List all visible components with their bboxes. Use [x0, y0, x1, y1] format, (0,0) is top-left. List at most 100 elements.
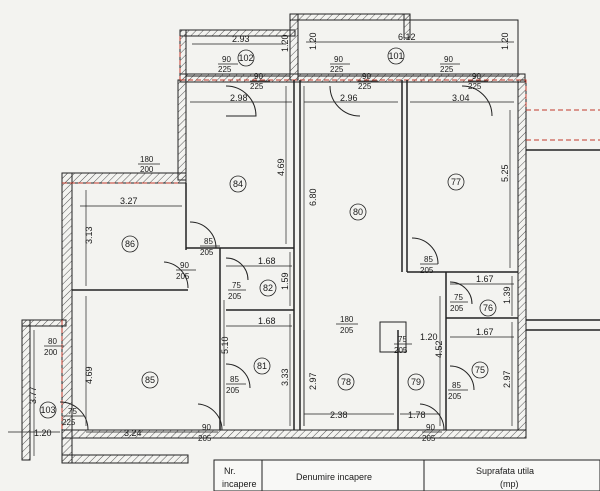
svg-text:85: 85 [204, 237, 213, 246]
room-circle-80 [349, 203, 367, 221]
dim-120-mid: 1.20 [420, 332, 438, 342]
dim-469-a: 4.69 [276, 158, 286, 176]
dim-680: 6.80 [308, 188, 318, 206]
room-circle-79 [407, 373, 425, 391]
opening-84: 85 205 [200, 237, 220, 257]
opening-77: 85 205 [420, 255, 438, 275]
opening-101d: 90 225 [468, 72, 488, 91]
svg-text:225: 225 [468, 82, 482, 91]
outer-walls [21, 13, 527, 464]
svg-text:205: 205 [228, 292, 242, 301]
dim-168-b: 1.68 [258, 316, 276, 326]
dim-168-a: 1.68 [258, 256, 276, 266]
room-number-101: 101 [388, 51, 403, 61]
table-col-area: Suprafata utila [476, 466, 534, 476]
svg-text:80: 80 [48, 337, 57, 346]
opening-102b: 90 225 [250, 72, 270, 91]
dim-313: 3.13 [84, 226, 94, 244]
opening-85: 90 205 [198, 423, 218, 443]
dim-120-bl: 1.20 [34, 428, 52, 438]
svg-text:90: 90 [254, 72, 263, 81]
room-number-86: 86 [125, 239, 135, 249]
dim-120-c: 1.20 [500, 32, 510, 50]
svg-text:90: 90 [202, 423, 211, 432]
interior-walls [72, 80, 600, 430]
room-number-77: 77 [451, 177, 461, 187]
room-circle-84 [229, 175, 247, 193]
window-180: 180 200 [138, 155, 160, 174]
room-number-76: 76 [483, 303, 493, 313]
dim-298: 2.98 [230, 93, 248, 103]
dim-327: 3.27 [120, 196, 138, 206]
svg-text:225: 225 [250, 82, 264, 91]
svg-text:90: 90 [444, 55, 453, 64]
svg-text:205: 205 [422, 434, 436, 443]
svg-text:205: 205 [340, 326, 354, 335]
dim-377: 3.77 [28, 386, 38, 404]
table-col-name: Denumire incapere [296, 472, 372, 482]
room-number-75: 75 [475, 365, 485, 375]
dim-296: 2.96 [340, 93, 358, 103]
opening-102a: 90 225 [218, 55, 238, 74]
room-circle-77 [447, 173, 465, 191]
dimension-labels: 2.93 6.12 1.20 1.20 1.20 2.98 2.96 3.04 … [28, 32, 512, 438]
dim-510: 5.10 [220, 336, 230, 354]
dim-304: 3.04 [452, 93, 470, 103]
svg-text:200: 200 [140, 165, 154, 174]
table-col-nr-2: incapere [222, 479, 257, 489]
svg-text:225: 225 [440, 65, 454, 74]
room-number-80: 80 [353, 207, 363, 217]
opening-86: 90 205 [176, 261, 196, 281]
svg-text:205: 205 [450, 304, 464, 313]
opening-labels: 90 225 90 225 90 225 90 225 90 225 90 22… [44, 55, 488, 443]
room-number-84: 84 [233, 179, 243, 189]
opening-101b: 90 225 [440, 55, 460, 74]
dim-452: 4.52 [434, 340, 444, 358]
dim-612: 6.12 [398, 32, 416, 42]
opening-101a: 90 225 [330, 55, 350, 74]
svg-text:180: 180 [140, 155, 154, 164]
svg-text:85: 85 [424, 255, 433, 264]
room-number-102: 102 [238, 53, 253, 63]
svg-text:75: 75 [68, 407, 77, 416]
opening-80: 180 205 [336, 315, 358, 335]
table-col-nr: Nr. [224, 466, 236, 476]
room-circle-82 [259, 279, 277, 297]
dim-333: 3.33 [280, 368, 290, 386]
room-number-78: 78 [341, 377, 351, 387]
opening-101c: 90 225 [358, 72, 378, 91]
svg-text:225: 225 [218, 65, 232, 74]
svg-text:90: 90 [362, 72, 371, 81]
dim-324: 3.24 [124, 428, 142, 438]
svg-text:85: 85 [452, 381, 461, 390]
dim-293: 2.93 [232, 34, 250, 44]
svg-text:225: 225 [62, 418, 76, 427]
room-circle-103 [39, 401, 57, 419]
svg-text:205: 205 [394, 346, 408, 355]
dim-167-b: 1.67 [476, 327, 494, 337]
room-circle-86 [121, 235, 139, 253]
svg-text:205: 205 [200, 248, 214, 257]
room-circle-85 [141, 371, 159, 389]
dim-297-a: 2.97 [308, 372, 318, 390]
room-table: Nr. incapere Denumire incapere Suprafata… [213, 459, 600, 491]
dimension-lines [8, 41, 514, 456]
dim-139: 1.39 [502, 286, 512, 304]
svg-text:205: 205 [226, 386, 240, 395]
room-number-85: 85 [145, 375, 155, 385]
svg-text:205: 205 [176, 272, 190, 281]
room-circle-78 [337, 373, 355, 391]
balcony-frames [185, 19, 519, 77]
dim-238: 2.38 [330, 410, 348, 420]
room-circle-101 [387, 47, 405, 65]
room-circle-81 [253, 357, 271, 375]
dim-297-b: 2.97 [502, 370, 512, 388]
svg-text:225: 225 [330, 65, 344, 74]
svg-text:90: 90 [472, 72, 481, 81]
room-circle-102 [237, 49, 255, 67]
dim-159: 1.59 [280, 272, 290, 290]
svg-text:75: 75 [398, 335, 407, 344]
svg-text:205: 205 [198, 434, 212, 443]
